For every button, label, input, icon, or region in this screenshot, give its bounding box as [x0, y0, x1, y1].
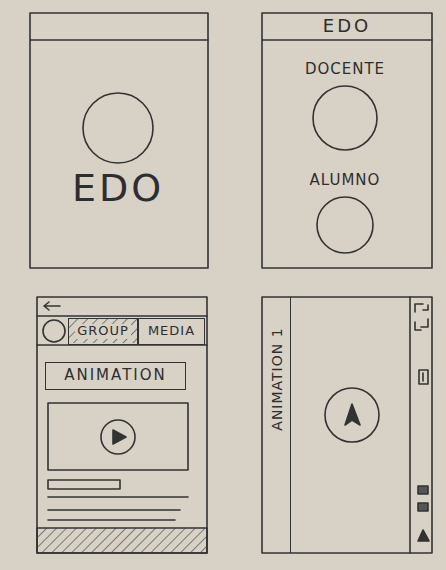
phone-frame [30, 13, 208, 268]
play-icon [113, 430, 126, 444]
role-circle: ALUMNO [306, 172, 385, 255]
pause-icon [422, 373, 424, 381]
small-icon [418, 486, 428, 494]
play-button [101, 420, 135, 454]
section-button: ANIMATION [45, 362, 186, 390]
pause-icon [419, 370, 428, 384]
node-label: GROUP [75, 324, 131, 339]
node-label: MEDIA [146, 324, 197, 339]
sidebar-line [409, 297, 411, 553]
text-line [48, 496, 188, 498]
role-circle: DOCENTE [301, 61, 389, 152]
header-band: EDO [262, 14, 432, 39]
node-label: EDO [68, 167, 168, 211]
phone-frame [37, 297, 207, 553]
circle-outline [83, 93, 153, 163]
circle-outline [81, 91, 155, 165]
play-button [325, 388, 379, 442]
avatar-circle [43, 320, 65, 342]
small-icon [418, 530, 429, 541]
logo-circle: EDO [68, 91, 168, 211]
node-label: ANIMATION [62, 367, 169, 384]
header-line [262, 39, 432, 41]
text-line [48, 509, 180, 511]
circle-outline [315, 195, 375, 255]
circle-outline [317, 197, 373, 253]
bottom-bar [37, 528, 207, 553]
tab-button: GROUP [68, 318, 138, 345]
node-label: ALUMNO [306, 172, 385, 189]
video-frame [48, 403, 188, 470]
tab-hatching [68, 318, 138, 343]
text-line [48, 519, 175, 521]
phone-frame [262, 297, 432, 553]
side-panel: ANIMATION 1 [262, 297, 291, 553]
node-label: ANIMATION 1 [268, 327, 284, 430]
header-line [30, 39, 208, 41]
fullscreen-icon [415, 304, 428, 330]
header-line [37, 315, 207, 317]
tab-button: MEDIA [138, 318, 205, 345]
back-arrow [44, 302, 60, 310]
circle-outline [313, 86, 377, 150]
small-icon [418, 503, 428, 511]
node-label: DOCENTE [301, 61, 389, 78]
phone-frame [262, 13, 432, 268]
text-placeholder [48, 480, 120, 489]
circle-outline [311, 84, 379, 152]
play-icon [345, 404, 360, 425]
node-label: EDO [321, 16, 373, 37]
